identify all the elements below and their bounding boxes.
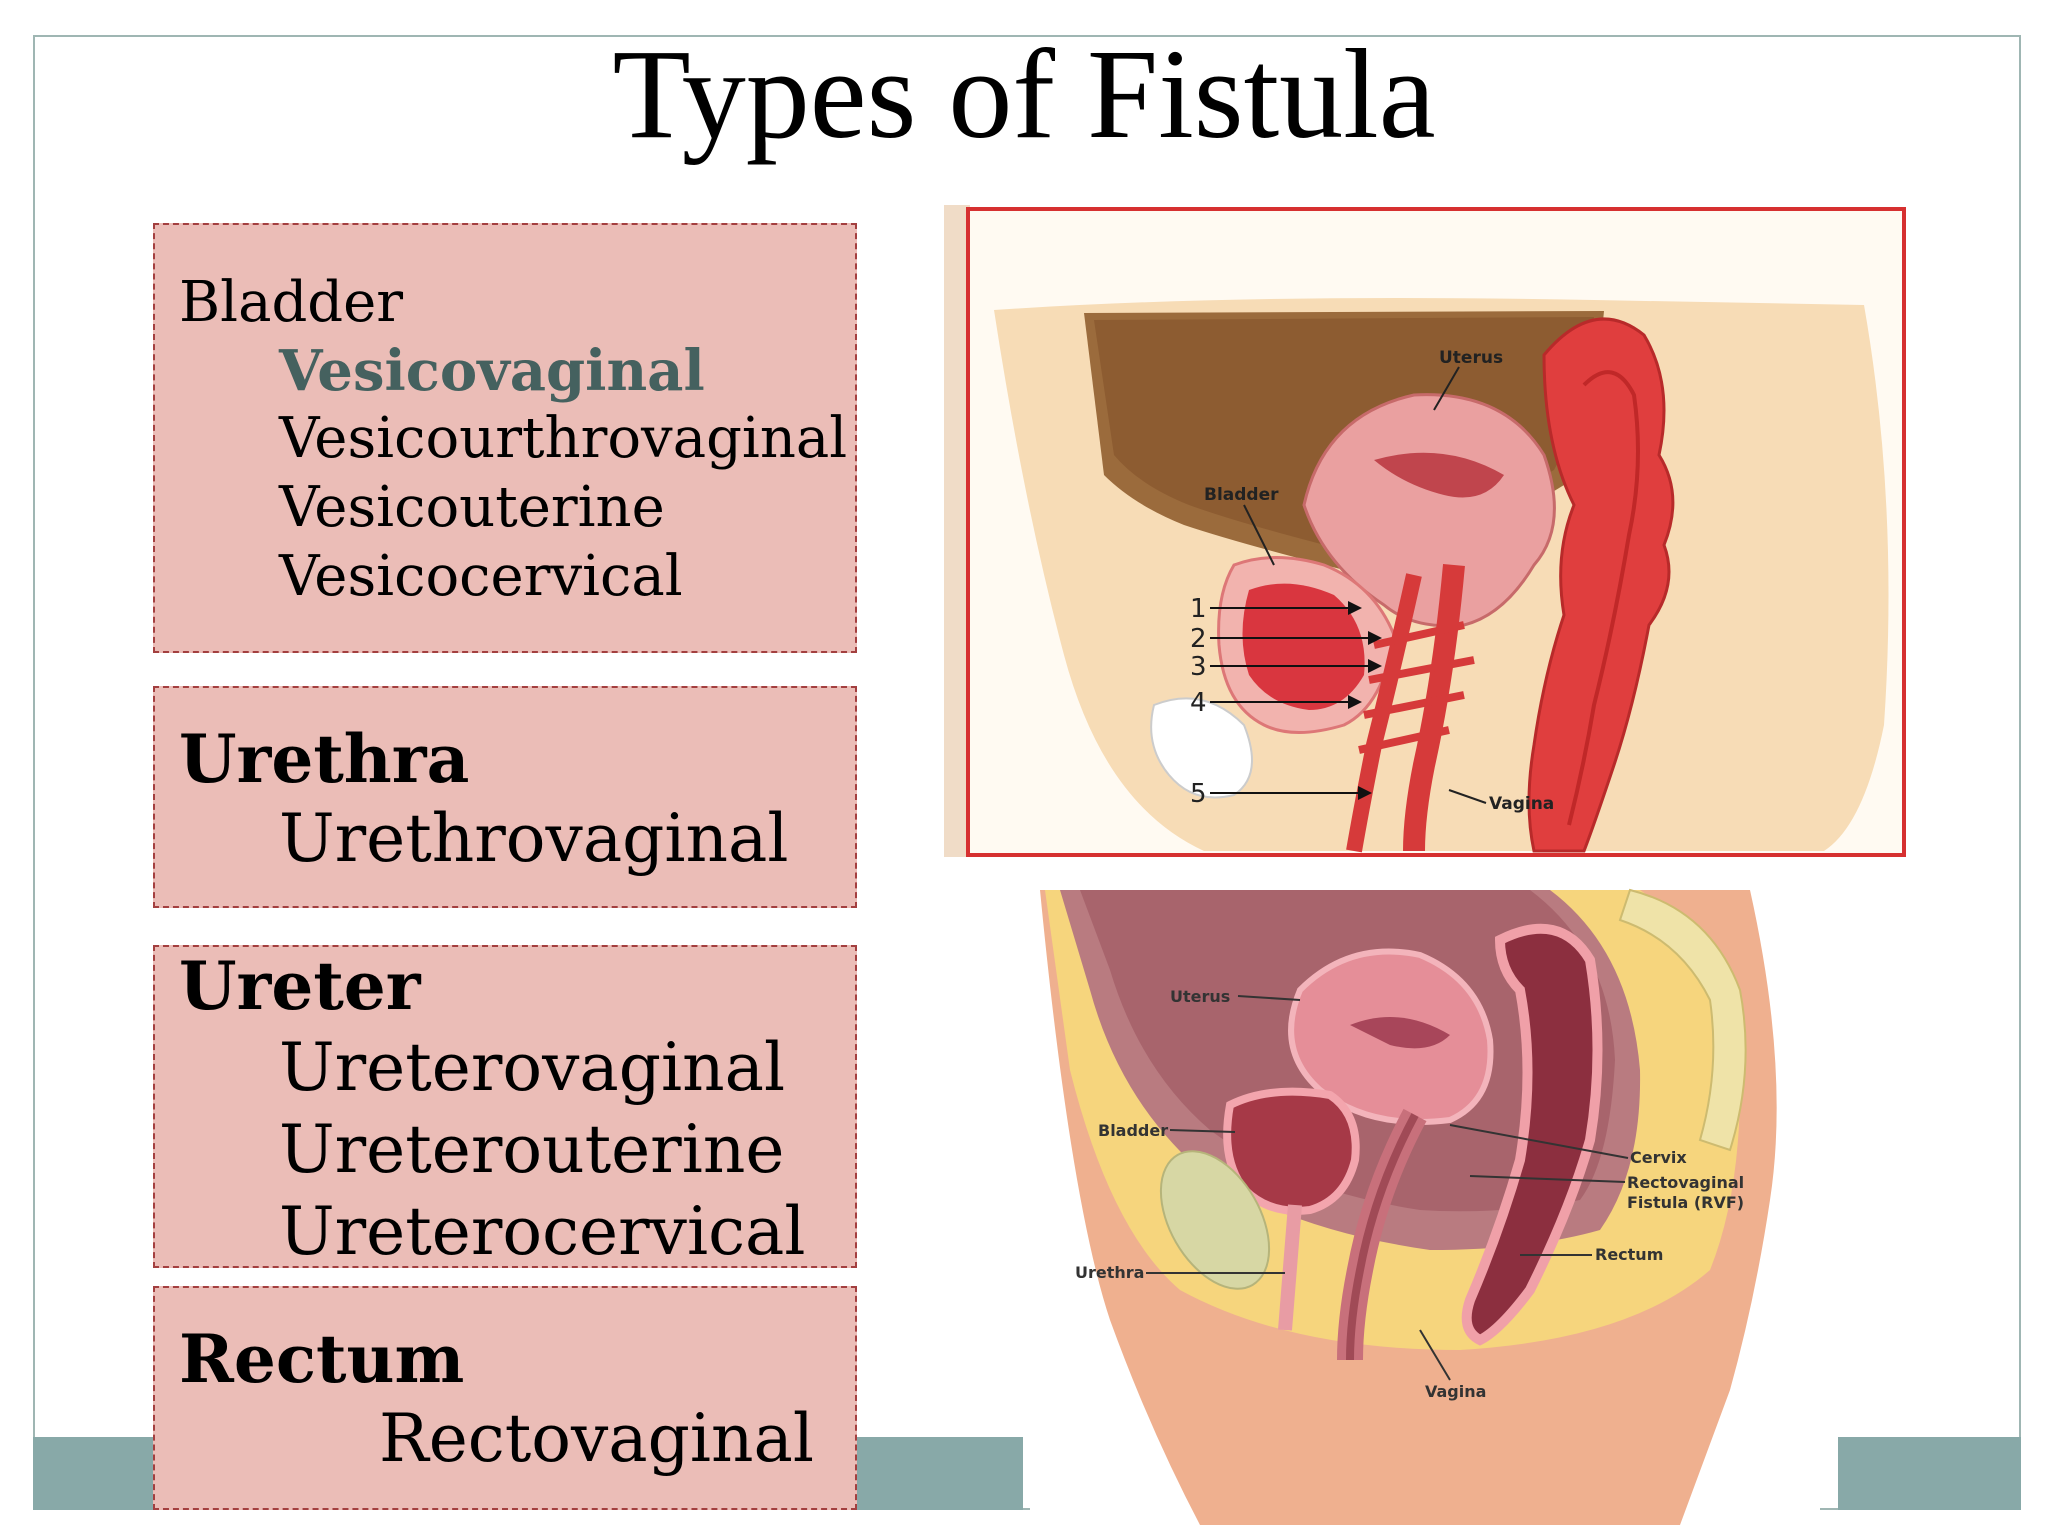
rvf-svg: Uterus Bladder Urethra Cervix Rectovagin… xyxy=(1030,870,1820,1525)
type-ureterovaginal: Ureterovaginal xyxy=(279,1029,786,1106)
label-vagina: Vagina xyxy=(1425,1382,1486,1401)
label-cervix: Cervix xyxy=(1630,1148,1687,1167)
type-vesicourthrovaginal: Vesicourthrovaginal xyxy=(279,406,848,471)
ureter-box: Ureter Ureterovaginal Ureterouterine Ure… xyxy=(153,945,857,1268)
label-uterus: Uterus xyxy=(1439,348,1503,368)
rectum-box: Rectum Rectovaginal xyxy=(153,1286,857,1510)
number-1: 1 xyxy=(1190,594,1207,624)
label-urethra: Urethra xyxy=(1075,1263,1144,1282)
type-urethrovaginal: Urethrovaginal xyxy=(279,800,789,877)
label-uterus: Uterus xyxy=(1170,987,1230,1006)
fistula-locations-diagram: Uterus Bladder Vagina 1 2 3 4 5 xyxy=(944,205,1934,857)
organ-ureter: Ureter xyxy=(179,947,421,1025)
label-vagina: Vagina xyxy=(1489,794,1554,814)
organ-rectum: Rectum xyxy=(179,1320,465,1398)
type-vesicovaginal: Vesicovaginal xyxy=(279,338,705,404)
type-vesicocervical: Vesicocervical xyxy=(279,544,683,609)
number-2: 2 xyxy=(1190,624,1207,654)
label-bladder: Bladder xyxy=(1098,1121,1168,1140)
rectovaginal-fistula-diagram: Uterus Bladder Urethra Cervix Rectovagin… xyxy=(1030,870,1820,1525)
type-rectovaginal: Rectovaginal xyxy=(379,1400,814,1477)
label-rectum: Rectum xyxy=(1595,1245,1663,1264)
type-ureterouterine: Ureterouterine xyxy=(279,1111,785,1188)
fistula-locations-svg: Uterus Bladder Vagina 1 2 3 4 5 xyxy=(944,205,1934,857)
number-3: 3 xyxy=(1190,652,1207,682)
number-4: 4 xyxy=(1190,688,1207,718)
slide-title: Types of Fistula xyxy=(612,23,1436,165)
number-5: 5 xyxy=(1190,779,1207,809)
label-bladder: Bladder xyxy=(1204,485,1279,505)
urethra-box: Urethra Urethrovaginal xyxy=(153,686,857,908)
organ-bladder: Bladder xyxy=(179,270,404,335)
type-ureterocervical: Ureterocervical xyxy=(279,1193,806,1270)
type-vesicouterine: Vesicouterine xyxy=(279,475,665,540)
footer-bar-right xyxy=(1838,1437,2021,1510)
organ-urethra: Urethra xyxy=(179,720,470,798)
label-rvf-line1: Rectovaginal xyxy=(1627,1173,1744,1192)
bladder-box: Bladder Vesicovaginal Vesicourthrovagina… xyxy=(153,223,857,653)
label-rvf-line2: Fistula (RVF) xyxy=(1627,1193,1744,1212)
